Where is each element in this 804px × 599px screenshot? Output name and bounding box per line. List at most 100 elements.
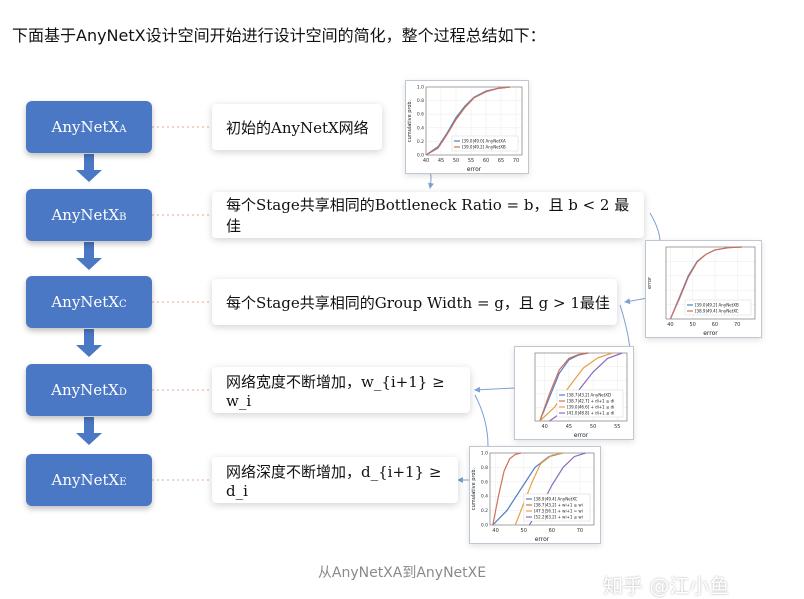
desc-anynetx-b: 每个Stage共享相同的Bottleneck Ratio = b，且 b < 2… bbox=[212, 192, 644, 238]
x-tick-label: 55 bbox=[614, 424, 620, 430]
chart-connector bbox=[624, 297, 649, 305]
legend-label: [38.7|43.2] + wi+1 ≥ wi bbox=[534, 503, 583, 508]
legend-box bbox=[684, 299, 752, 316]
chart-connector bbox=[619, 304, 631, 351]
legend-label: [39.0|49.2] AnyNetXB bbox=[695, 303, 739, 308]
y-tick-label: 0.8 bbox=[481, 465, 488, 471]
y-tick-label: 0.4 bbox=[417, 125, 424, 131]
x-axis-label: error bbox=[574, 432, 589, 439]
x-tick-label: 50 bbox=[521, 528, 527, 534]
y-axis-label: cumulative prob. bbox=[407, 99, 413, 142]
x-tick-label: 65 bbox=[498, 158, 504, 164]
legend-label: [38.7|43.2] AnyNetXD bbox=[567, 393, 611, 398]
x-tick-label: 70 bbox=[577, 528, 583, 534]
plot-frame bbox=[534, 352, 628, 422]
y-tick-label: 0.0 bbox=[417, 153, 424, 159]
x-tick-label: 50 bbox=[453, 158, 459, 164]
plot-frame bbox=[489, 452, 595, 526]
node-subscript: B bbox=[119, 212, 127, 223]
x-tick-label: 60 bbox=[483, 158, 489, 164]
chart-connector bbox=[474, 386, 516, 393]
chart-1: 40 45 50 55 60 65 70 0.0 0.2 0.4 0.6 0.8 1.0 error cum… bbox=[405, 80, 529, 174]
intro-text: 下面基于AnyNetX设计空间开始进行设计空间的简化，整个过程总结如下： bbox=[12, 26, 546, 45]
node-label: AnyNetX bbox=[51, 381, 119, 399]
down-arrow bbox=[76, 329, 102, 357]
legend-label: [39.0|46.6] + di+1 ≤ di bbox=[567, 405, 614, 410]
x-tick-label: 40 bbox=[541, 424, 547, 430]
y-tick-label: 0.4 bbox=[481, 494, 488, 500]
plot-frame bbox=[665, 246, 756, 320]
y-tick-label: 0.2 bbox=[417, 139, 424, 145]
node-subscript: D bbox=[118, 387, 127, 398]
x-tick-label: 70 bbox=[513, 158, 519, 164]
desc-text: 初始的AnyNetX网络 bbox=[226, 118, 369, 137]
series-line bbox=[514, 452, 564, 526]
legend-label: [38.9|49.4] AnyNetXC bbox=[695, 309, 739, 314]
desc-anynetx-a: 初始的AnyNetX网络 bbox=[212, 104, 382, 150]
node-label: AnyNetX bbox=[51, 118, 120, 136]
x-axis-label: error bbox=[703, 330, 718, 337]
node-subscript: A bbox=[119, 124, 127, 135]
x-tick-label: 55 bbox=[468, 158, 474, 164]
node-label: AnyNetX bbox=[51, 471, 120, 489]
x-tick-label: 40 bbox=[492, 528, 498, 534]
desc-anynetx-d: 网络宽度不断增加，w_{i+1} ≥ w_i bbox=[212, 367, 470, 413]
node-label: AnyNetX bbox=[51, 293, 120, 311]
series-line bbox=[539, 352, 613, 422]
chart-4: 40 50 60 70 0.0 0.2 0.4 0.6 0.8 1.0 error cumulativ… bbox=[469, 446, 601, 544]
node-subscript: C bbox=[119, 299, 127, 310]
x-tick-label: 45 bbox=[438, 158, 444, 164]
chart-connector bbox=[649, 212, 661, 243]
legend-label: [39.0|49.2] AnyNetXB bbox=[462, 145, 506, 150]
legend-box bbox=[451, 135, 519, 152]
y-axis-label: error bbox=[647, 276, 653, 289]
legend-label: [52.2|63.2] + wi+1 ≤ wi bbox=[534, 515, 583, 520]
down-arrow bbox=[76, 242, 102, 270]
legend-label: [41.0|48.8] + di+1 ≤ di bbox=[567, 411, 614, 416]
y-tick-label: 0.2 bbox=[481, 508, 488, 514]
legend-label: [47.5|56.1] + wi+1 = wi bbox=[534, 509, 583, 514]
desc-text: 网络深度不断增加，d_{i+1} ≥ d_i bbox=[226, 462, 442, 500]
plot-frame bbox=[425, 86, 523, 156]
y-tick-label: 0.6 bbox=[481, 479, 488, 485]
chart-connector bbox=[474, 394, 489, 447]
x-axis-label: error bbox=[535, 536, 550, 543]
y-tick-label: 0.0 bbox=[481, 523, 488, 529]
y-tick-label: 1.0 bbox=[417, 85, 424, 91]
legend-box bbox=[556, 389, 624, 418]
x-tick-label: 45 bbox=[566, 424, 572, 430]
x-tick-label: 60 bbox=[549, 528, 555, 534]
desc-anynetx-e: 网络深度不断增加，d_{i+1} ≥ d_i bbox=[212, 457, 458, 503]
y-tick-label: 1.0 bbox=[481, 451, 488, 457]
desc-anynetx-c: 每个Stage共享相同的Group Width = g，且 g > 1最佳 bbox=[212, 279, 617, 325]
x-tick-label: 40 bbox=[423, 158, 429, 164]
legend-box bbox=[523, 493, 591, 522]
y-axis-label: cumulative prob. bbox=[471, 467, 477, 510]
x-tick-label: 60 bbox=[712, 322, 718, 328]
x-axis-label: error bbox=[467, 166, 482, 173]
desc-text: 每个Stage共享相同的Bottleneck Ratio = b，且 b < 2… bbox=[226, 196, 630, 235]
node-subscript: E bbox=[119, 477, 127, 488]
figure-caption: 从AnyNetXA到AnyNetXE bbox=[317, 565, 487, 581]
connectors bbox=[76, 126, 661, 483]
legend-label: [38.9|49.4] AnyNetXC bbox=[534, 497, 578, 502]
desc-text: 网络宽度不断增加，w_{i+1} ≥ w_i bbox=[226, 372, 445, 410]
y-tick-label: 0.8 bbox=[417, 98, 424, 104]
series-line bbox=[539, 352, 589, 422]
series-line bbox=[492, 452, 522, 526]
x-tick-label: 70 bbox=[734, 322, 740, 328]
desc-text: 每个Stage共享相同的Group Width = g，且 g > 1最佳 bbox=[226, 293, 610, 312]
y-tick-label: 0.6 bbox=[417, 112, 424, 118]
legend-label: [39.0|49.0] AnyNetXA bbox=[462, 139, 506, 144]
series-line bbox=[669, 246, 742, 320]
x-tick-label: 50 bbox=[690, 322, 696, 328]
x-tick-label: 50 bbox=[590, 424, 596, 430]
